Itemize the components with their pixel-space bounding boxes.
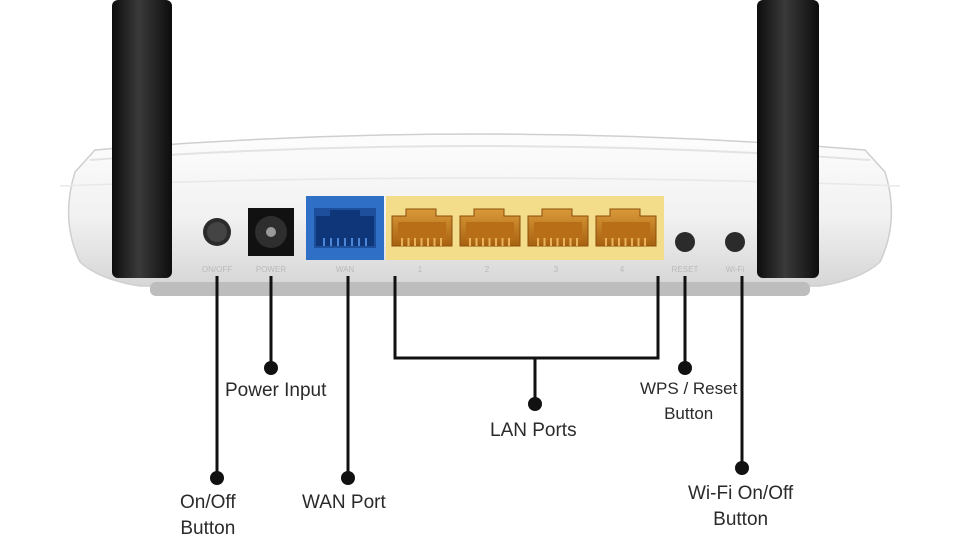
onoff-text-1: On/Off — [180, 492, 236, 513]
dc-jack-icon — [248, 208, 294, 256]
antenna-right-icon — [757, 0, 819, 278]
wifi-onoff-label: Wi-Fi On/Off Button — [688, 481, 793, 533]
power-input-label: Power Input — [225, 378, 326, 404]
case-label-wan: WAN — [336, 265, 355, 274]
case-label-onoff: ON/OFF — [202, 265, 232, 274]
lan-ports-label: LAN Ports — [490, 418, 577, 444]
case-label-reset: RESET — [672, 265, 699, 274]
case-label-lan4: 4 — [620, 265, 625, 274]
lan-jack-icon — [527, 208, 589, 247]
wan-port-text: WAN Port — [302, 492, 386, 513]
lan-ports-text: LAN Ports — [490, 420, 577, 441]
case-label-lan3: 3 — [554, 265, 559, 274]
power-input-text: Power Input — [225, 380, 327, 401]
onoff-label: On/Off Button — [180, 490, 236, 542]
wifi-button-icon[interactable] — [725, 232, 745, 252]
lan-jack-icon — [459, 208, 521, 247]
lan-jack-icon — [391, 208, 453, 247]
case-label-power: POWER — [256, 265, 286, 274]
case-label-lan1: 1 — [418, 265, 423, 274]
onoff-text-2: Button — [180, 518, 236, 539]
lan-jacks — [391, 208, 657, 247]
wifi-onoff-text-1: Wi-Fi On/Off — [688, 483, 794, 504]
wps-reset-text-2: Button — [664, 404, 714, 423]
case-label-wifi: Wi-Fi — [726, 265, 745, 274]
leader-lan — [393, 276, 660, 404]
wifi-onoff-text-2: Button — [713, 509, 769, 530]
wps-reset-label: WPS / Reset Button — [640, 376, 737, 426]
wps-reset-button-icon[interactable] — [675, 232, 695, 252]
antenna-left-icon — [112, 0, 172, 278]
power-button-icon[interactable] — [203, 218, 231, 246]
leader-dots — [210, 361, 749, 485]
lan-jack-icon — [595, 208, 657, 247]
wps-reset-text-1: WPS / Reset — [640, 379, 738, 398]
wan-port-label: WAN Port — [302, 490, 386, 516]
wan-port-icon — [306, 196, 384, 260]
leader-lines — [215, 276, 744, 478]
case-label-lan2: 2 — [485, 265, 490, 274]
